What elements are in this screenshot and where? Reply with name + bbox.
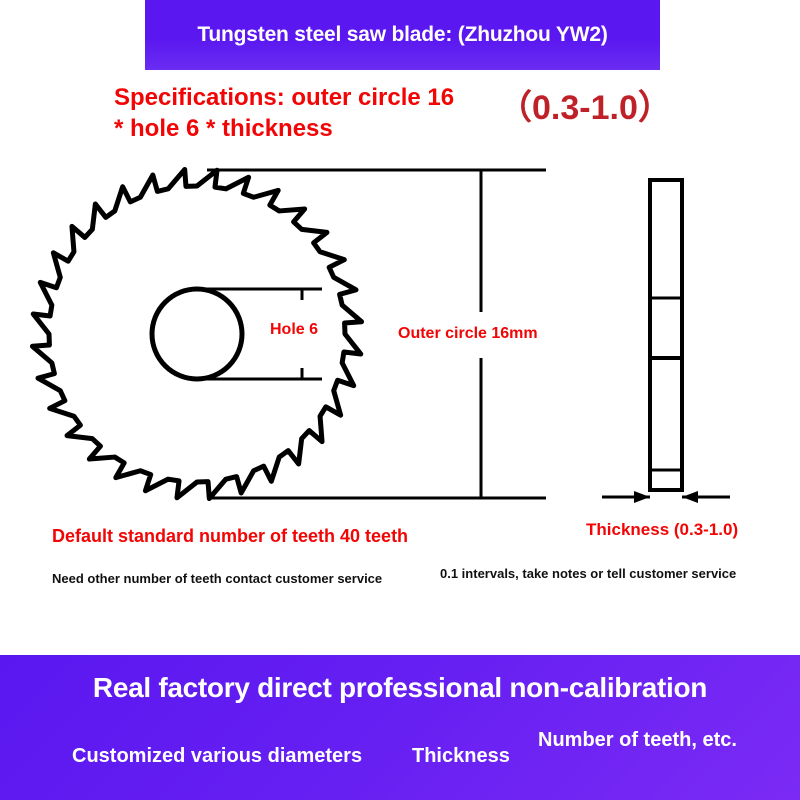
teeth-count-heading: Default standard number of teeth 40 teet… bbox=[52, 526, 409, 546]
thickness-interval-note: 0.1 intervals, take notes or tell custom… bbox=[440, 566, 737, 581]
thickness-dimension bbox=[602, 491, 730, 503]
outer-circle-dimension-label: Outer circle 16mm bbox=[398, 325, 538, 342]
top-banner-title: Tungsten steel saw blade: (Zhuzhou YW2) bbox=[197, 23, 608, 46]
promo-subline-group: Customized various diameters Thickness N… bbox=[60, 723, 760, 793]
specification-line-1: Specifications: outer circle 16 bbox=[114, 84, 455, 111]
thickness-arrow-right bbox=[682, 491, 698, 503]
thickness-arrow-left bbox=[634, 491, 650, 503]
specification-line-2: * hole 6 * thickness bbox=[114, 115, 333, 142]
teeth-contact-note: Need other number of teeth contact custo… bbox=[52, 571, 383, 586]
hole-dimension-label: Hole 6 bbox=[270, 321, 319, 338]
center-hole-circle bbox=[149, 286, 245, 382]
promo-headline: Real factory direct professional non-cal… bbox=[92, 672, 708, 703]
promo-sub-thickness: Thickness bbox=[412, 745, 510, 767]
bottom-promo-banner: Real factory direct professional non-cal… bbox=[0, 655, 800, 800]
specification-heading: Specifications: outer circle 16 * hole 6… bbox=[114, 82, 514, 144]
side-view-body bbox=[648, 178, 684, 492]
thickness-dimension-label: Thickness (0.3-1.0) bbox=[586, 520, 739, 539]
promo-sub-diameters: Customized various diameters bbox=[72, 745, 363, 767]
top-title-banner: Tungsten steel saw blade: (Zhuzhou YW2) bbox=[145, 0, 660, 70]
blade-side-view bbox=[648, 178, 684, 492]
thickness-range-label: （0.3-1.0） bbox=[498, 89, 672, 127]
promo-sub-teeth: Number of teeth, etc. bbox=[538, 729, 737, 751]
